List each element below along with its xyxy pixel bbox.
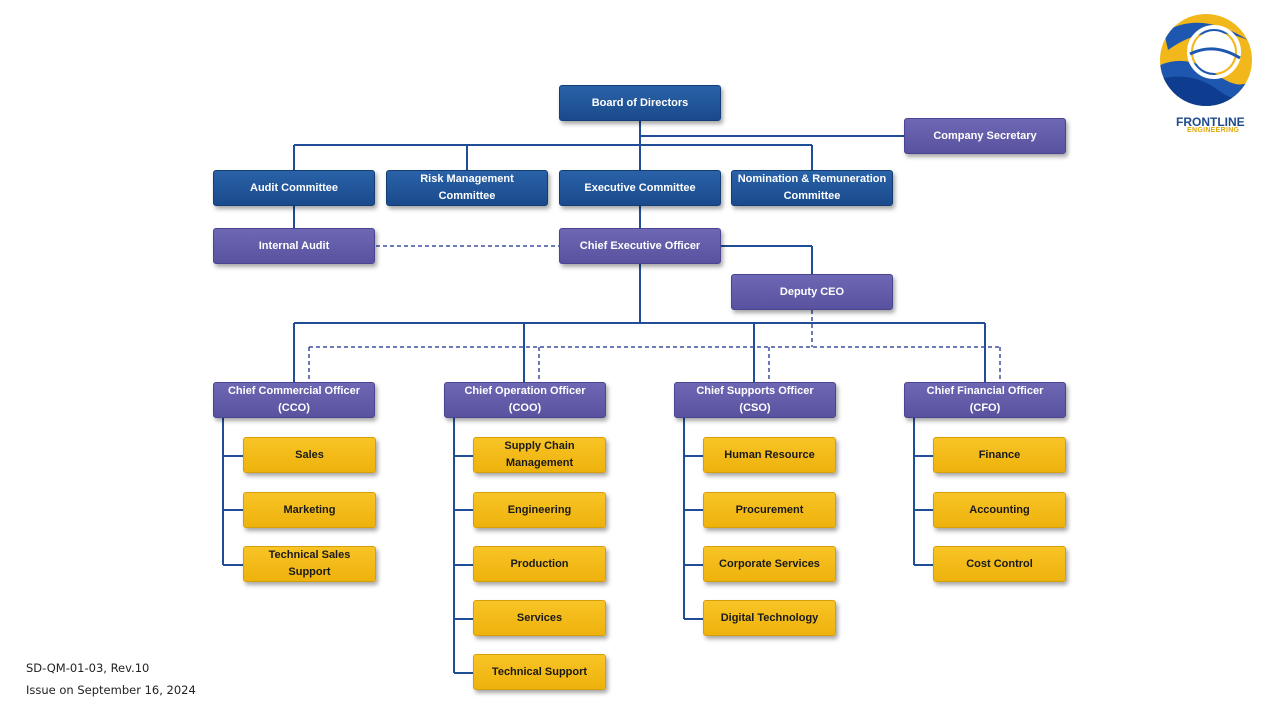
cco-box: Chief Commercial Officer (CCO)	[213, 382, 375, 418]
document-code: SD-QM-01-03, Rev.10	[26, 661, 150, 675]
cso-box: Chief Supports Officer (CSO)	[674, 382, 836, 418]
cfo-box: Chief Financial Officer (CFO)	[904, 382, 1066, 418]
dept-production-box: Production	[473, 546, 606, 582]
company-secretary-box: Company Secretary	[904, 118, 1066, 154]
dept-digital-technology-box: Digital Technology	[703, 600, 836, 636]
dept-engineering-box: Engineering	[473, 492, 606, 528]
coo-box: Chief Operation Officer (COO)	[444, 382, 606, 418]
logo-subtitle: ENGINEERING	[1187, 127, 1240, 134]
dept-accounting-box: Accounting	[933, 492, 1066, 528]
frontline-engineering-logo-icon	[1160, 14, 1252, 106]
board-of-directors-box: Board of Directors	[559, 85, 721, 121]
audit-committee-box: Audit Committee	[213, 170, 375, 206]
logo-name: FRONTLINE	[1176, 115, 1245, 129]
dept-supply-chain-management-box: Supply Chain Management	[473, 437, 606, 473]
nomination-remuneration-committee-box: Nomination & Remuneration Committee	[731, 170, 893, 206]
dept-sales-box: Sales	[243, 437, 376, 473]
dept-corporate-services-box: Corporate Services	[703, 546, 836, 582]
deputy-ceo-box: Deputy CEO	[731, 274, 893, 310]
dept-procurement-box: Procurement	[703, 492, 836, 528]
dept-marketing-box: Marketing	[243, 492, 376, 528]
dept-cost-control-box: Cost Control	[933, 546, 1066, 582]
executive-committee-box: Executive Committee	[559, 170, 721, 206]
risk-management-committee-box: Risk Management Committee	[386, 170, 548, 206]
dept-human-resource-box: Human Resource	[703, 437, 836, 473]
dept-technical-support-box: Technical Support	[473, 654, 606, 690]
dept-technical-sales-support-box: Technical Sales Support	[243, 546, 376, 582]
ceo-box: Chief Executive Officer	[559, 228, 721, 264]
dept-services-box: Services	[473, 600, 606, 636]
internal-audit-box: Internal Audit	[213, 228, 375, 264]
issue-date: Issue on September 16, 2024	[26, 683, 196, 697]
dept-finance-box: Finance	[933, 437, 1066, 473]
